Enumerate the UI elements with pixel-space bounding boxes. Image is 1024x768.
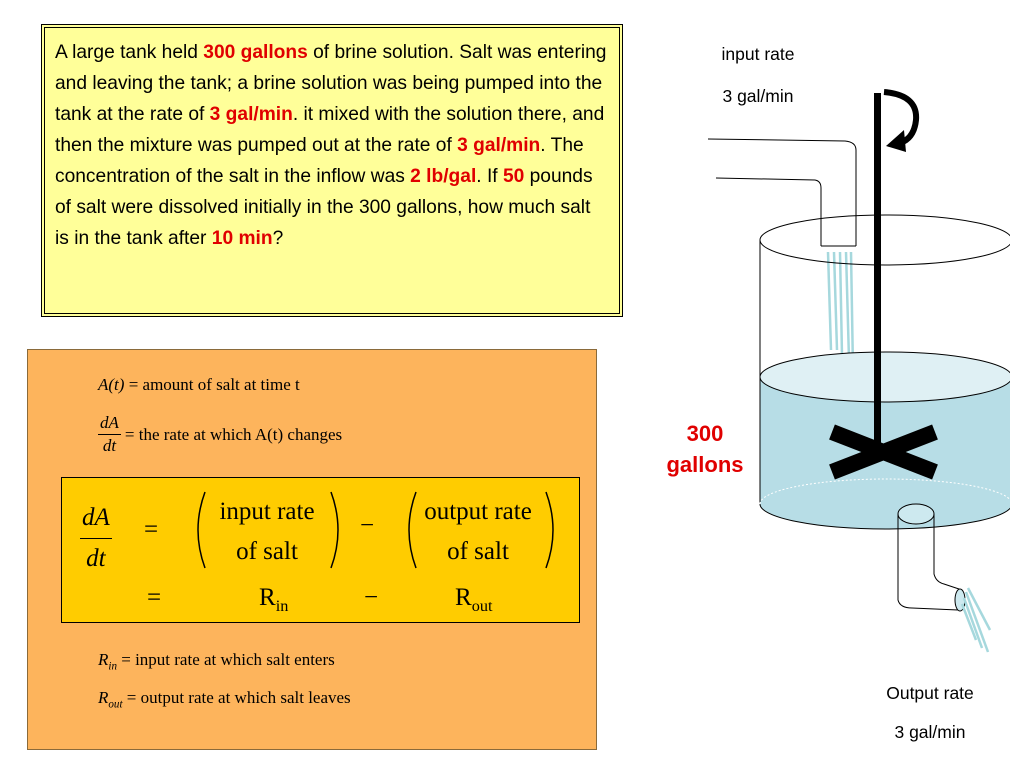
definition-amount-symbol: A(t) — [98, 375, 125, 394]
output-rate-label: Output rate — [886, 683, 974, 703]
water-surface — [759, 351, 1010, 403]
definition-rin-symbol: Rin — [98, 650, 117, 673]
rin-subscript: in — [275, 597, 289, 615]
definition-rin-letter: R — [98, 650, 109, 669]
problem-highlight-outflow-rate: 3 gal/min — [457, 135, 541, 156]
right-paren-input — [330, 491, 339, 569]
problem-highlight-volume: 300 gallons — [203, 42, 308, 63]
problem-text-4: . The concentration of the salt in the i… — [55, 135, 584, 187]
output-rate-value: 3 gal/min — [894, 722, 966, 742]
output-rate-top: output rate — [424, 498, 532, 525]
definitions-panel: A(t) = amount of salt at time t dA dt = … — [27, 349, 597, 750]
definition-rout-sub: out — [108, 698, 123, 711]
equation-denominator: dt — [86, 545, 106, 572]
equation-numerator: dA — [80, 498, 112, 539]
stirrer-paddles — [829, 424, 938, 480]
definition-rin: Rin = input rate at which salt enters — [98, 650, 335, 672]
definition-rout-letter: R — [98, 688, 109, 707]
definition-rate: dA dt = the rate at which A(t) changes — [98, 412, 342, 457]
output-rate-bottom: of salt — [447, 538, 509, 565]
equation-minus: − — [360, 512, 375, 539]
right-paren-output — [545, 491, 554, 569]
rate-equation-box: dA dt = input rate of salt − output rate… — [61, 477, 580, 623]
problem-highlight-concentration: 2 lb/gal — [410, 166, 477, 187]
fraction-numerator: dA — [98, 412, 121, 435]
problem-text-1: A large tank held — [55, 42, 204, 63]
output-rate-term: output rate of salt — [411, 492, 545, 572]
definition-rout: Rout = output rate at which salt leaves — [98, 688, 351, 710]
stirrer-shaft — [874, 93, 881, 455]
problem-highlight-initial-salt: 50 — [502, 166, 525, 187]
rout-subscript: out — [471, 597, 493, 615]
problem-text-7: ? — [272, 228, 284, 249]
input-rate-label: input rate — [721, 44, 795, 64]
tank-volume-number: 300 — [686, 421, 724, 446]
definition-rin-sub: in — [108, 660, 117, 673]
inflow-water — [826, 251, 855, 371]
input-rate-value: 3 gal/min — [722, 86, 794, 106]
definition-rate-text: = the rate at which A(t) changes — [124, 424, 343, 444]
tank-volume-label: 300 gallons — [650, 418, 760, 480]
problem-text-3: . it mixed with the solution there, and … — [55, 104, 605, 156]
equation-derivative: dA dt — [80, 498, 112, 579]
rout-symbol: R — [455, 584, 472, 611]
problem-text-2: of brine solution. Salt was entering and… — [55, 42, 607, 125]
left-paren-input — [197, 491, 206, 569]
equation-row2-equals: = — [147, 584, 162, 611]
tank-rim — [759, 214, 1010, 266]
inflow-pipe — [707, 138, 857, 247]
problem-statement: A large tank held 300 gallons of brine s… — [41, 24, 623, 317]
definition-rout-text: = output rate at which salt leaves — [126, 688, 351, 707]
left-paren-output — [408, 491, 417, 569]
input-rate-term: input rate of salt — [202, 492, 332, 572]
input-rate-bottom: of salt — [236, 538, 298, 565]
tank-body — [759, 214, 1010, 530]
equation-row2-minus: − — [364, 584, 379, 611]
definition-amount: A(t) = amount of salt at time t — [98, 375, 300, 395]
rotation-arrow-icon — [883, 89, 920, 152]
outflow-water — [960, 587, 992, 653]
definition-amount-text: = amount of salt at time t — [128, 375, 300, 394]
problem-highlight-inflow-rate: 3 gal/min — [209, 104, 293, 125]
rin-symbol: R — [259, 584, 276, 611]
equation-equals: = — [144, 516, 159, 543]
definition-rate-fraction: dA dt — [98, 412, 121, 457]
fraction-denominator: dt — [102, 436, 117, 455]
equation-rin: Rin — [259, 584, 288, 616]
input-rate-top: input rate — [219, 498, 315, 525]
outflow-pipe — [897, 503, 966, 612]
problem-text-5: . If — [476, 166, 503, 187]
tank-diagram — [707, 89, 1010, 653]
definition-rin-text: = input rate at which salt enters — [121, 650, 335, 669]
equation-rout: Rout — [455, 584, 492, 616]
problem-highlight-time: 10 min — [211, 228, 273, 249]
definition-rout-symbol: Rout — [98, 688, 123, 711]
problem-text-6: pounds of salt were dissolved initially … — [55, 166, 593, 249]
tank-volume-unit: gallons — [666, 452, 744, 477]
